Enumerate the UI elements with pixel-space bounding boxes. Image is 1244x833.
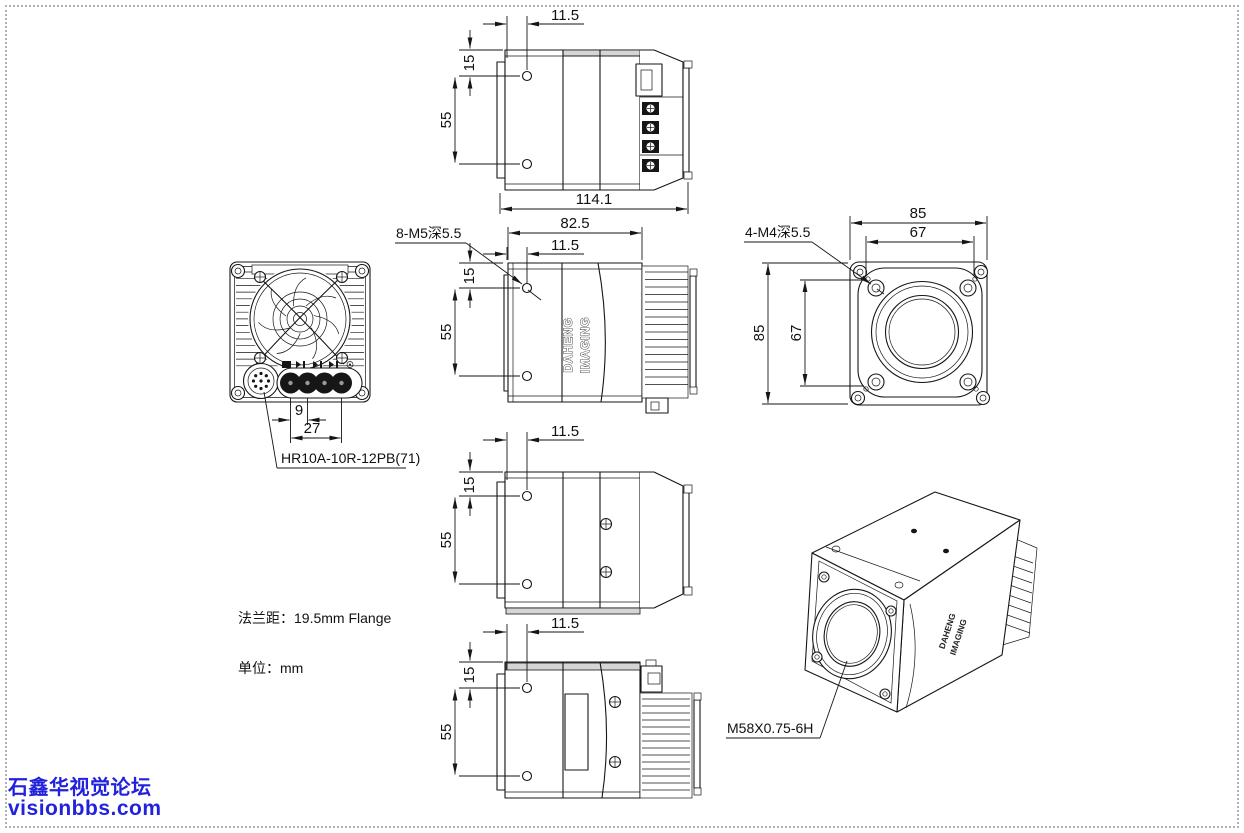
power-connector [242, 362, 280, 400]
note-unit: 单位：mm [238, 660, 304, 676]
corner-screws [811, 571, 897, 700]
logo-imaging-text: IMAGING [578, 317, 592, 373]
view-rear: 9 27 HR10A-10R-12PB(71) [229, 261, 420, 469]
top-chamfer-strip [562, 49, 641, 57]
fan-guard-wire [255, 273, 345, 365]
dim-front-length: 82.5 [507, 215, 643, 260]
dim-hole-offset: 11.5 [483, 423, 584, 490]
top-io-connector [635, 63, 663, 97]
dim-body-width-label: 85 [751, 325, 768, 342]
dim-total-length-label: 114.1 [576, 191, 612, 208]
dim-hole-top-label: 15 [461, 268, 478, 285]
dim-front-length-label: 82.5 [560, 215, 589, 232]
dim-hole-top-label: 15 [461, 667, 478, 684]
mount-hole [521, 770, 533, 782]
dim-total-length: 114.1 [499, 182, 689, 214]
top-io-connector [640, 659, 663, 693]
mount-hole [521, 682, 533, 694]
dim-hole-offset-label: 11.5 [551, 7, 579, 24]
signal-connector-row [276, 367, 363, 399]
watermark-site-url: visionbbs.com [8, 797, 162, 820]
watermark-forum-name: 石鑫华视觉论坛 [8, 777, 152, 799]
view-side-plain: 11.5 15 55 [438, 423, 693, 615]
dim-hole-pitch-label: 55 [438, 324, 455, 341]
dim-conn-span-label: 27 [304, 420, 321, 437]
m4-mount-screws [867, 279, 977, 391]
view-front: 85 67 85 67 4-M4深5.5 [744, 205, 991, 406]
corner-screws [850, 264, 991, 406]
dim-hole-offset-label: 11.5 [551, 423, 579, 440]
dim-hole-offset: 11.5 [483, 7, 584, 70]
view-side-label: 11.5 15 55 [438, 615, 702, 799]
callout-rear-connector-label: HR10A-10R-12PB(71) [281, 450, 420, 466]
callout-rear-connector: HR10A-10R-12PB(71) [263, 391, 420, 469]
heatsink-fins [641, 265, 698, 399]
dim-hole-pitch: 55 [438, 289, 520, 377]
dim-inner-pitch-label: 67 [788, 325, 805, 342]
bottom-chamfer-strip [505, 607, 641, 615]
mount-hole [521, 370, 533, 382]
dim-hole-pitch: 55 [438, 689, 520, 777]
rear-plate [682, 67, 690, 173]
dim-hole-top-label: 15 [461, 477, 478, 494]
callout-side-screws-label: 8-M5深5.5 [396, 225, 462, 241]
mount-hole [521, 158, 533, 170]
corner-screws [230, 263, 370, 401]
fan-guard-wire [255, 273, 345, 365]
rear-connector-blocks [642, 102, 659, 172]
dim-body-width-v: 85 [751, 262, 848, 405]
dim-hole-top: 15 [459, 452, 520, 516]
dim-hole-top-label: 15 [461, 55, 478, 72]
heatsink-fins [639, 692, 702, 799]
lens-mount-rings [870, 280, 974, 384]
dim-hole-top: 15 [459, 30, 520, 96]
top-face-screws [831, 528, 949, 589]
dim-conn-pitch-label: 9 [295, 402, 303, 419]
view-side-logo: DAHENG IMAGING 82.5 11.5 15 55 8-M5深5.5 [395, 215, 698, 414]
dim-hole-pitch: 55 [438, 497, 520, 585]
callout-lens-thread: M58X0.75-6H [726, 660, 848, 739]
callout-side-screws: 8-M5深5.5 [395, 225, 542, 301]
dim-hole-pitch-label: 55 [438, 112, 455, 129]
dim-inner-pitch-h: 67 [865, 224, 975, 276]
camera-body-outline [504, 49, 641, 191]
lens-flange-edge [496, 61, 506, 179]
product-label-plate [564, 693, 589, 771]
dim-hole-offset: 11.5 [483, 615, 584, 682]
dim-inner-pitch-label: 67 [910, 224, 927, 241]
dim-conn-pitch: 9 [272, 398, 326, 443]
view-isometric: DAHENG IMAGING M58X0.75-6H [726, 491, 1038, 739]
cover-screws [599, 517, 613, 579]
bottom-io-connector [645, 397, 669, 414]
dim-hole-offset: 11.5 [483, 237, 584, 284]
connector-icon-strip [282, 361, 354, 368]
callout-front-screws-label: 4-M4深5.5 [745, 224, 811, 240]
note-flange-distance: 法兰距：19.5mm Flange [238, 610, 392, 626]
fan-guard-screws [253, 270, 349, 365]
lens-mount-3d [812, 588, 892, 680]
dim-hole-pitch: 55 [438, 77, 520, 165]
top-chamfer-strip [505, 662, 641, 671]
dim-hole-pitch-label: 55 [438, 724, 455, 741]
dim-hole-top: 15 [459, 243, 520, 308]
callout-front-screws: 4-M4深5.5 [744, 224, 885, 295]
dim-hole-offset-label: 11.5 [551, 237, 579, 254]
dim-inner-pitch-v: 67 [788, 279, 864, 387]
mount-hole [521, 490, 533, 502]
view-side-top: 11.5 15 55 114.1 [438, 7, 693, 214]
callout-lens-thread-label: M58X0.75-6H [727, 720, 813, 736]
logo-daheng-text: DAHENG [561, 317, 575, 372]
dim-conn-span: 27 [291, 398, 342, 443]
cover-screws [608, 695, 622, 769]
dim-hole-top: 15 [459, 642, 520, 708]
dim-hole-offset-label: 11.5 [551, 615, 579, 632]
dim-body-width-label: 85 [910, 205, 927, 222]
dim-body-width-h: 85 [849, 205, 988, 260]
fan-blades [258, 277, 340, 359]
mount-hole [521, 578, 533, 590]
dim-hole-pitch-label: 55 [438, 532, 455, 549]
mount-hole [521, 70, 533, 82]
